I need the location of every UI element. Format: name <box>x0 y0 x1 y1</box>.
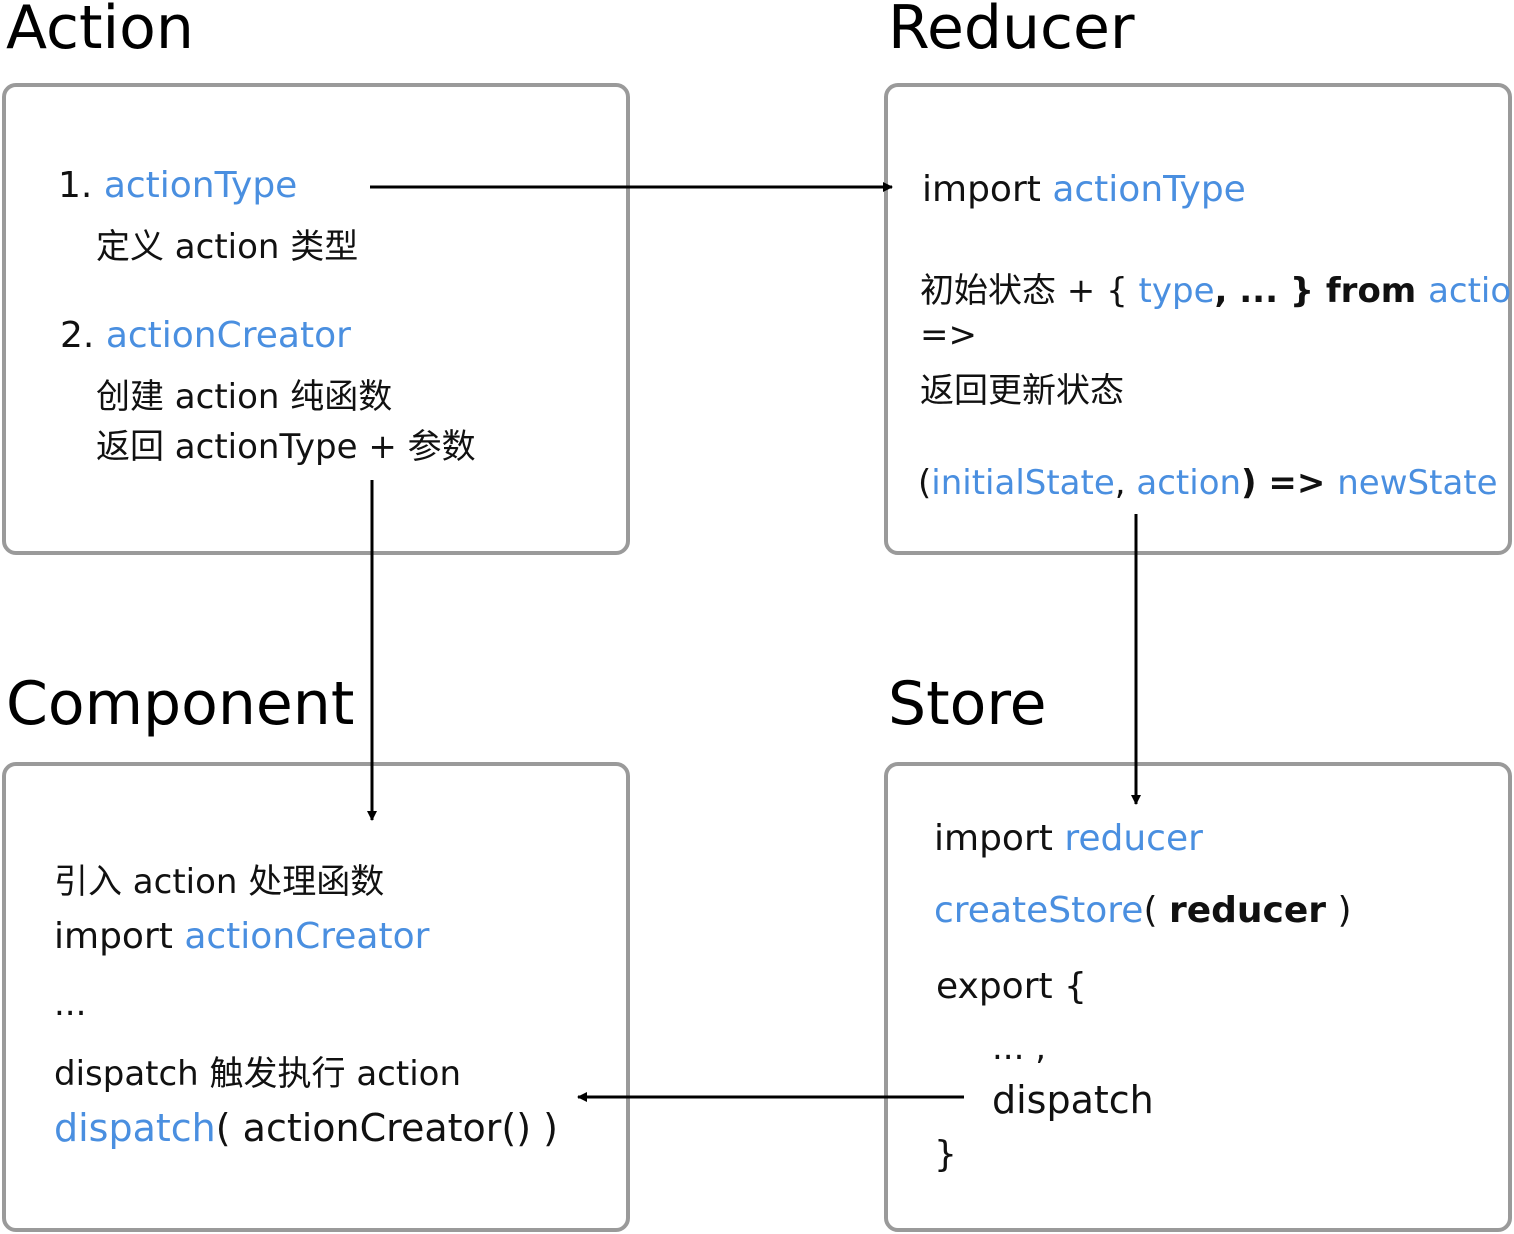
component-import-keyword: import <box>54 916 173 957</box>
action-item-2-number: 2. <box>60 315 95 356</box>
action-creator-description-1: 创建 action 纯函数 <box>96 377 393 417</box>
store-import-name: reducer <box>1064 818 1203 859</box>
component-ellipsis: ... <box>54 984 87 1024</box>
reducer-title: Reducer <box>888 0 1135 63</box>
action-type-description: 定义 action 类型 <box>96 227 359 267</box>
action-type-label: actionType <box>103 165 298 206</box>
store-export-dispatch: dispatch <box>992 1078 1154 1122</box>
action-creator-label: actionCreator <box>105 315 351 356</box>
reducer-type-label: type <box>1138 271 1215 311</box>
action-item-1-number: 1. <box>58 165 93 206</box>
reducer-return-text: 返回更新状态 <box>920 371 1124 411</box>
reducer-initial-state: initialState <box>931 463 1115 503</box>
reducer-import-name: actionType <box>1052 169 1246 210</box>
component-import-name: actionCreator <box>184 916 430 957</box>
store-export-open: export { <box>936 966 1087 1007</box>
store-create-close: ) <box>1326 890 1352 931</box>
reducer-arrow-text: => <box>920 315 977 355</box>
action-item-2: 2. actionCreator <box>60 315 351 356</box>
reducer-signature-comma: , <box>1114 463 1137 503</box>
reducer-initial-state-line: 初始状态 + { type, ... } from action <box>920 263 1514 312</box>
action-item-1: 1. actionType <box>58 165 297 206</box>
reducer-initial-state-text: 初始状态 + { <box>920 271 1139 311</box>
component-dispatch-description: dispatch 触发执行 action <box>54 1054 462 1094</box>
component-dispatch-args: ( actionCreator() ) <box>215 1106 558 1150</box>
component-title: Component <box>6 669 355 739</box>
store-create-fn: createStore <box>934 890 1144 931</box>
reducer-import-keyword: import <box>922 169 1041 210</box>
store-import-keyword: import <box>934 818 1053 859</box>
reducer-signature-open: ( <box>918 463 932 503</box>
store-import-line: import reducer <box>934 818 1203 859</box>
store-export-close: } <box>934 1134 957 1175</box>
component-dispatch-fn: dispatch <box>54 1106 216 1150</box>
reducer-panel: import actionType 初始状态 + { type, ... } f… <box>884 83 1514 555</box>
reducer-from-text: , ... } from <box>1214 271 1429 311</box>
reducer-import-line: import actionType <box>922 169 1246 210</box>
component-import-line: import actionCreator <box>54 916 429 957</box>
reducer-signature: (initialState, action) => newState <box>918 463 1498 503</box>
action-panel: 1. actionType 定义 action 类型 2. actionCrea… <box>2 83 630 555</box>
action-title: Action <box>6 0 194 63</box>
reducer-signature-arrow: ) => <box>1241 463 1338 503</box>
store-export-ellipsis: ... , <box>992 1028 1047 1068</box>
action-creator-description-2: 返回 actionType + 参数 <box>96 427 476 467</box>
store-title: Store <box>888 669 1047 739</box>
store-panel: import reducer createStore( reducer ) ex… <box>884 762 1512 1232</box>
reducer-action-label: action <box>1428 271 1514 311</box>
component-dispatch-call: dispatch( actionCreator() ) <box>54 1106 558 1150</box>
store-create-arg: reducer <box>1168 890 1327 931</box>
store-create-open: ( <box>1143 890 1169 931</box>
component-intro-text: 引入 action 处理函数 <box>54 862 385 902</box>
component-panel: 引入 action 处理函数 import actionCreator ... … <box>2 762 630 1232</box>
store-create-line: createStore( reducer ) <box>934 890 1352 931</box>
reducer-signature-action: action <box>1136 463 1242 503</box>
reducer-new-state: newState <box>1337 463 1498 503</box>
